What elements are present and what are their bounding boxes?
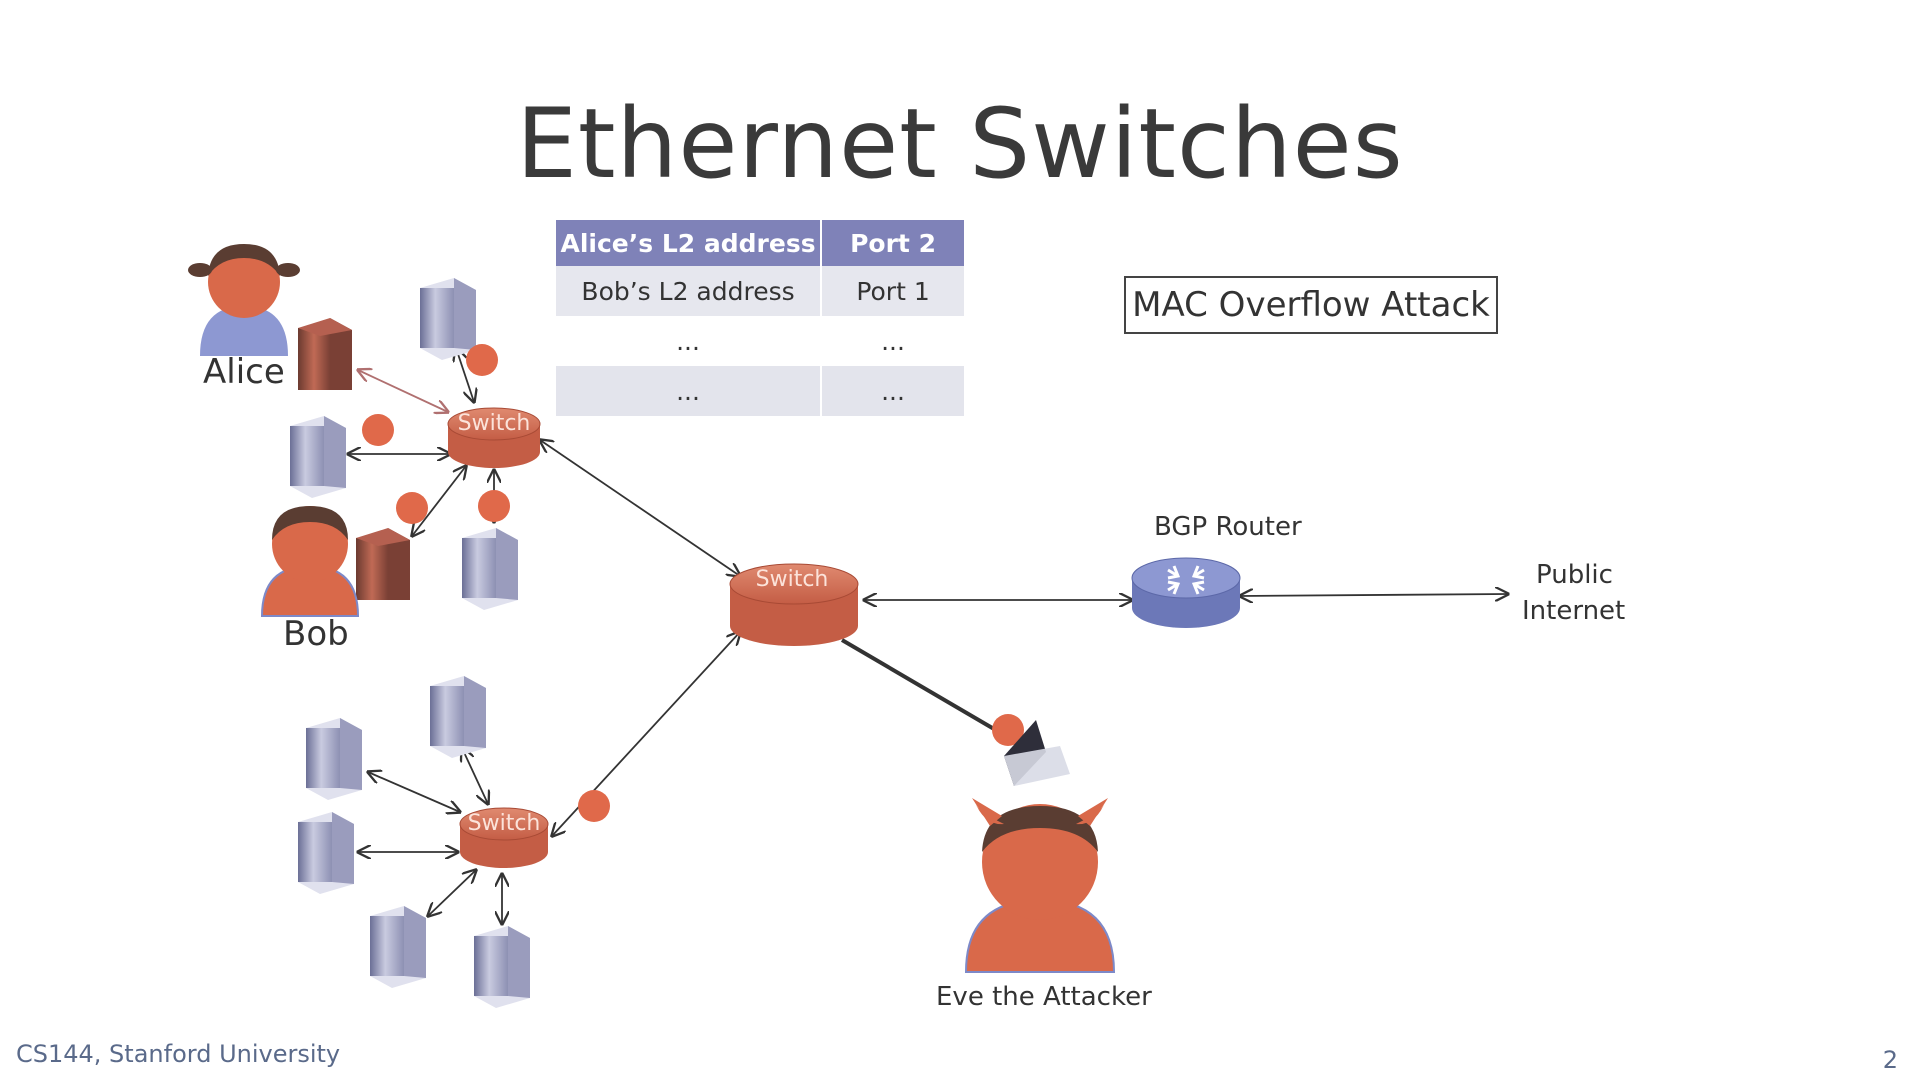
- bgp-router-label: BGP Router: [1154, 512, 1302, 542]
- table-cell: ...: [556, 366, 823, 416]
- switch-label: Switch: [458, 411, 531, 436]
- link-b-server1-switch3: [368, 772, 460, 812]
- table-cell: ...: [556, 316, 823, 366]
- table-header-cell: Port 2: [821, 220, 964, 266]
- packet-dot: [362, 414, 394, 446]
- table-row: Bob’s L2 address Port 1: [556, 266, 964, 316]
- switch-icon: Switch: [459, 807, 549, 868]
- bob-label: Bob: [283, 614, 349, 654]
- page-number: 2: [1882, 1046, 1898, 1074]
- attack-box-label: MAC Overflow Attack: [1132, 285, 1490, 325]
- packet-dot: [578, 790, 610, 822]
- mac-address-table: Alice’s L2 address Port 2 Bob’s L2 addre…: [556, 220, 964, 416]
- laptop-icon: [1004, 720, 1070, 786]
- packet-dot: [396, 492, 428, 524]
- public-internet-label-line1: Public: [1536, 560, 1613, 590]
- bob-server-icon: [356, 528, 410, 600]
- table-cell: ...: [821, 316, 964, 366]
- mac-overflow-attack-box: MAC Overflow Attack: [1124, 276, 1498, 334]
- table-header-row: Alice’s L2 address Port 2: [556, 220, 964, 266]
- switch-icon: Switch: [447, 407, 541, 468]
- link-server-top-switch1: [456, 348, 474, 402]
- server-icon: [298, 812, 354, 894]
- switch-label: Switch: [468, 811, 541, 836]
- server-icon: [420, 278, 476, 360]
- switch-label: Switch: [756, 567, 829, 592]
- packet-dot: [992, 714, 1024, 746]
- link-alice-switch1: [358, 370, 448, 412]
- link-router-internet: [1240, 594, 1508, 596]
- server-icon: [430, 676, 486, 758]
- alice-avatar: [188, 244, 300, 356]
- slide-footer: CS144, Stanford University: [16, 1040, 341, 1068]
- alice-server-icon: [298, 318, 352, 390]
- switch-icon: Switch: [729, 563, 859, 646]
- table-cell: Bob’s L2 address: [556, 266, 823, 316]
- table-cell: ...: [821, 366, 964, 416]
- server-icon: [370, 906, 426, 988]
- table-row: ... ...: [556, 366, 964, 416]
- packet-dot: [466, 344, 498, 376]
- server-icon: [306, 718, 362, 800]
- eve-label: Eve the Attacker: [936, 982, 1152, 1012]
- link-switch1-switch2: [540, 440, 740, 576]
- server-icon: [474, 926, 530, 1008]
- bob-avatar: [260, 506, 360, 617]
- alice-label: Alice: [203, 352, 285, 392]
- link-switch2-eve: [840, 638, 1008, 738]
- slide-title: Ethernet Switches: [516, 88, 1404, 200]
- table-cell: Port 1: [821, 266, 964, 316]
- link-b-server4-switch3: [428, 870, 476, 916]
- table-header-cell: Alice’s L2 address: [556, 220, 823, 266]
- packets: [362, 344, 1024, 822]
- eve-avatar: [964, 798, 1116, 973]
- router-icon: [1131, 557, 1241, 628]
- packet-dot: [478, 490, 510, 522]
- table-row: ... ...: [556, 316, 964, 366]
- server-icon: [290, 416, 346, 498]
- public-internet-label-line2: Internet: [1522, 596, 1626, 626]
- link-b-server2-switch3: [462, 748, 488, 804]
- link-bob-switch1: [412, 466, 466, 536]
- server-icon: [462, 528, 518, 610]
